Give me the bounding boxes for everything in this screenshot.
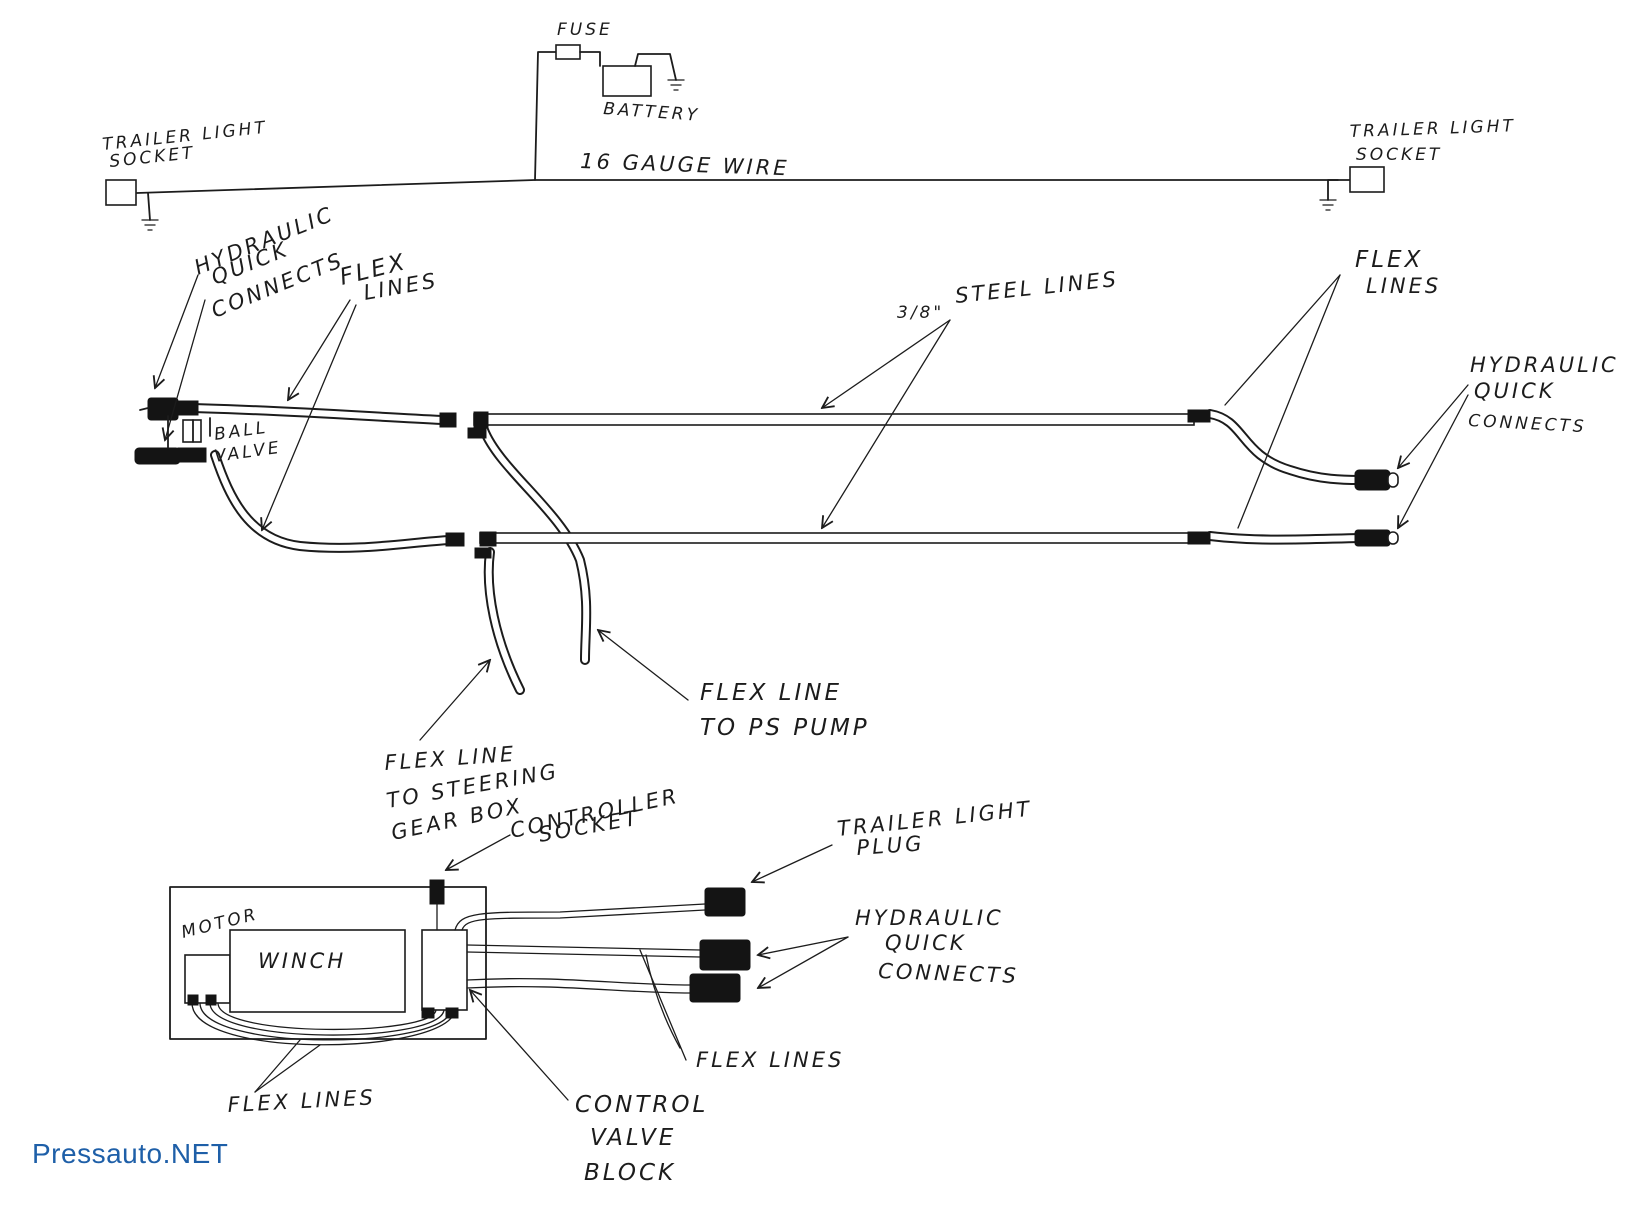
trailer-light-socket-left (105, 179, 137, 206)
sixteen-gauge-wire (136, 179, 1351, 194)
fuse-symbol (555, 44, 581, 60)
hydraulic-lines: HYDRAULIC QUICK CONNECTS FLEX LINES 3/8"… (134, 202, 1619, 845)
control-valve-block (421, 929, 468, 1011)
winch-label: WINCH (258, 949, 346, 973)
sixteen-gauge-wire-label: 16 GAUGE WIRE (580, 149, 790, 180)
left-socket-ground-wire (147, 192, 151, 221)
fuse-label: FUSE (557, 20, 613, 40)
trailer-plug-label-2: PLUG (856, 831, 926, 860)
hydraulic-bottom-label-2: QUICK (885, 931, 967, 955)
fittings-middle (439, 409, 1211, 559)
cvb-label-3: BLOCK (584, 1160, 676, 1186)
flex-ps-label-1: FLEX LINE (700, 680, 842, 706)
leader-arrows-middle (155, 274, 1469, 741)
trailer-light-socket-right-label-1: TRAILER LIGHT (1349, 116, 1516, 142)
hydraulic-right-label-1: HYDRAULIC (1470, 353, 1619, 377)
right-ground-icon (1319, 199, 1337, 211)
flex-hoses-middle (185, 403, 1365, 695)
leader-arrows-bottom (254, 834, 849, 1101)
trailer-plug-label-1: TRAILER LIGHT (836, 797, 1033, 841)
trailer-light-socket-right-label-2: SOCKET (1356, 145, 1442, 165)
fuse-feed-wire (534, 51, 557, 181)
hydraulic-right-label-2: QUICK (1474, 379, 1556, 403)
battery-ground-icon (667, 79, 685, 91)
hydraulic-right-label-3: CONNECTS (1468, 411, 1587, 437)
flex-bottom-left-label: FLEX LINES (227, 1085, 376, 1117)
right-quick-connect-lower (1354, 529, 1391, 547)
steel-line-lower (479, 532, 1201, 544)
battery-label: BATTERY (603, 99, 701, 126)
right-socket-ground-wire (1327, 179, 1339, 201)
steel-fraction-label: 3/8" (897, 303, 944, 323)
bottom-quick-connect-lower (689, 973, 741, 1003)
battery-ground-wire (634, 53, 677, 81)
mounting-plate (169, 886, 487, 1040)
hydraulic-bottom-label-3: CONNECTS (878, 959, 1019, 988)
bottom-quick-connect-upper (699, 939, 751, 971)
flex-right-label-1: FLEX (1355, 247, 1423, 273)
winch-box (229, 929, 406, 1013)
left-quick-connect-lower (134, 447, 181, 465)
left-ground-icon (141, 219, 159, 231)
battery-symbol (602, 65, 652, 97)
winch-flex-lines (187, 903, 459, 1046)
steel-line-upper (473, 413, 1195, 426)
flex-right-label-2: LINES (1366, 274, 1441, 298)
cvb-label-2: VALVE (590, 1125, 676, 1151)
controller-socket (429, 879, 445, 905)
flex-bottom-right-label: FLEX LINES (696, 1048, 844, 1072)
left-quick-connects (134, 397, 211, 465)
electrical-circuit: FUSE BATTERY TRAILER LIGHT SOCKET 16 GAU… (101, 20, 1516, 231)
watermark: Pressauto.NET (32, 1138, 229, 1169)
outgoing-hoses (454, 903, 706, 1049)
fuse-to-battery-wire (579, 51, 601, 67)
winch-assembly: MOTOR WINCH CONTROLLER SOCKET TRAILER LI… (169, 784, 1033, 1186)
right-quick-connect-upper (1354, 469, 1391, 491)
right-quick-connects (1354, 469, 1399, 547)
ball-valve-symbol (182, 419, 202, 443)
cvb-label-1: CONTROL (575, 1092, 708, 1118)
trailer-light-socket-right (1349, 166, 1385, 193)
trailer-light-plug (704, 887, 746, 917)
steel-lines-label: STEEL LINES (954, 267, 1120, 308)
hydraulic-bottom-label-1: HYDRAULIC (855, 906, 1004, 930)
flex-ps-label-2: TO PS PUMP (700, 715, 870, 741)
